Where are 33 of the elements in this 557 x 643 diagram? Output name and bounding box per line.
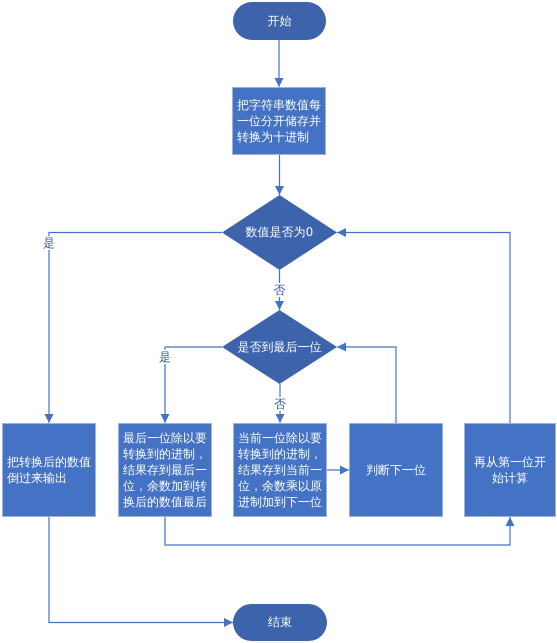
edge-label: 否	[274, 396, 286, 410]
edge-label: 是	[43, 236, 55, 250]
process-box	[349, 423, 443, 517]
arrow	[274, 40, 284, 87]
process-box	[2, 423, 96, 517]
terminal-shape	[233, 604, 327, 641]
node-text: 把字符串数值每一位分开储存并转换为十进制	[236, 96, 322, 146]
process-box	[118, 423, 212, 517]
node-text: 开始	[266, 12, 292, 30]
node-text: 当前一位除以要转换到的进制，结果存到当前一位，余数乘以原进制加到下一位	[237, 430, 323, 510]
node-text: 是否到最后一位	[236, 338, 322, 356]
node-text: 数值是否为0	[244, 224, 314, 241]
arrow	[337, 342, 397, 423]
edge-label: 否	[274, 283, 286, 297]
arrow	[160, 346, 222, 423]
process-box	[464, 423, 556, 517]
arrow	[275, 155, 284, 195]
node-text: 最后一位除以要转换到的进制，结果存到最后一位，余数加到转换后的数值最后	[122, 430, 208, 510]
edge-label: 是	[159, 350, 171, 364]
node-text: 结束	[267, 614, 293, 631]
node-text: 把转换后的数值倒过来输出	[6, 454, 92, 486]
arrow	[164, 517, 514, 546]
terminal-shape	[233, 2, 326, 40]
decision-diamond	[222, 195, 337, 270]
decision-diamond	[222, 310, 337, 384]
node-text: 判断下一位	[365, 462, 427, 478]
process-box	[232, 87, 326, 155]
arrow	[48, 517, 233, 627]
node-text: 再从第一位开始计算	[473, 454, 547, 486]
arrow	[327, 466, 349, 474]
arrow	[44, 232, 222, 423]
arrow	[337, 228, 511, 423]
process-box	[233, 423, 327, 517]
